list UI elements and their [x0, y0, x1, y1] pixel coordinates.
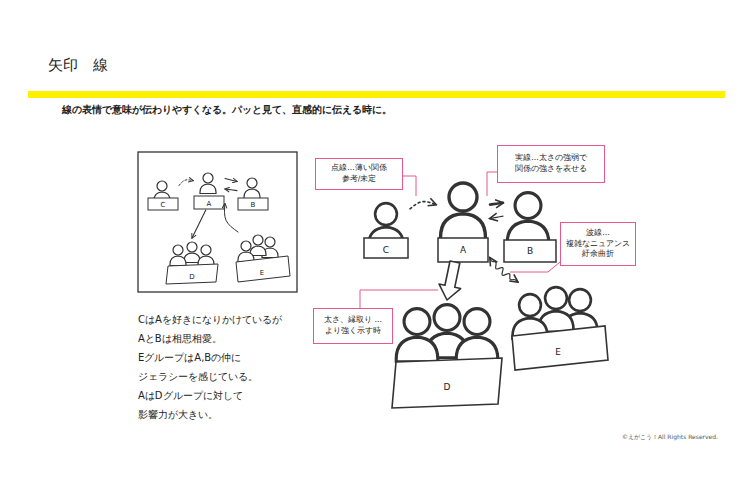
node-letter: C: [161, 201, 166, 209]
callout-box: 太さ、縁取り …より強く示す時: [313, 308, 393, 344]
node-letter: A: [460, 245, 466, 255]
desk-label-area: A: [436, 238, 490, 262]
connector-line: [224, 204, 238, 232]
node-letter: D: [444, 382, 451, 392]
figure-node: A: [436, 180, 490, 262]
connector-line: [179, 180, 193, 186]
figure-node: A: [193, 168, 225, 210]
figure-node: B: [503, 188, 557, 262]
subtitle: 線の表情で意味が伝わりやすくなる。パッと見て、直感的に伝える時に。: [62, 103, 392, 117]
node-letter: A: [207, 200, 212, 208]
desk-label-area: C: [147, 199, 179, 211]
desk-label-area: B: [503, 240, 557, 262]
connector-line: [410, 202, 436, 209]
callout-text: 実線…太さの強弱で 関係の強さを表せる: [510, 153, 592, 175]
yellow-bar: [28, 91, 725, 98]
node-letter: C: [383, 245, 389, 255]
leader-lines: [360, 172, 560, 308]
connector-line: [192, 210, 206, 238]
connector-line: [225, 179, 237, 182]
desk-label-area: E: [505, 332, 611, 372]
small-figures: [148, 173, 290, 284]
callout-box: 点線…薄い関係 参考/未定: [315, 158, 403, 190]
node-letter: D: [189, 273, 194, 281]
connector-wave: [490, 258, 518, 282]
copyright: ©えがこう！All Rights Reserved.: [622, 433, 718, 442]
description: CはAを好きになりかけているが AとBは相思相愛。 EグループはA,Bの仲に ジ…: [138, 310, 316, 424]
callout-text-wrap: 太さ、縁取り …より強く示す時: [320, 315, 386, 337]
desk-label-area: D: [164, 268, 220, 286]
connector-line: [490, 203, 503, 205]
callout-text-wrap: 実線…太さの強弱で 関係の強さを表せる: [510, 153, 592, 175]
desk-label-area: D: [388, 364, 506, 410]
callout-text-wrap: 点線…薄い関係 参考/未定: [328, 163, 390, 185]
connector-line: [225, 189, 237, 191]
callout-text: 点線…薄い関係 参考/未定: [328, 163, 390, 185]
node-letter: E: [555, 347, 561, 357]
page-title: 矢印 線: [48, 56, 108, 75]
node-letter: E: [260, 269, 264, 277]
connector-block: [439, 261, 461, 300]
desk-label-area: A: [193, 197, 225, 210]
figure-node: D: [164, 238, 220, 286]
desk-label-area: C: [362, 240, 410, 260]
figure-node: C: [147, 177, 179, 211]
connector-line: [490, 216, 503, 218]
desk-label-area: B: [237, 199, 269, 211]
callout-text: 太さ、縁取り …より強く示す時: [320, 315, 386, 337]
desk-label-area: E: [232, 262, 292, 284]
figure-node: E: [232, 232, 292, 284]
callout-text: 波線… 複雑なニュアンス 紆余曲折: [565, 228, 631, 261]
figure-node: B: [237, 174, 269, 211]
big-figures: [364, 183, 608, 408]
frame: [138, 152, 297, 292]
figure-node: E: [505, 282, 611, 372]
node-letter: B: [251, 201, 256, 209]
callout-box: 波線… 複雑なニュアンス 紆余曲折: [560, 222, 636, 266]
figure-node: D: [388, 300, 506, 410]
callout-box: 実線…太さの強弱で 関係の強さを表せる: [497, 145, 605, 183]
node-letter: B: [527, 246, 533, 256]
callout-text-wrap: 波線… 複雑なニュアンス 紆余曲折: [565, 228, 631, 261]
figure-node: C: [362, 196, 410, 260]
